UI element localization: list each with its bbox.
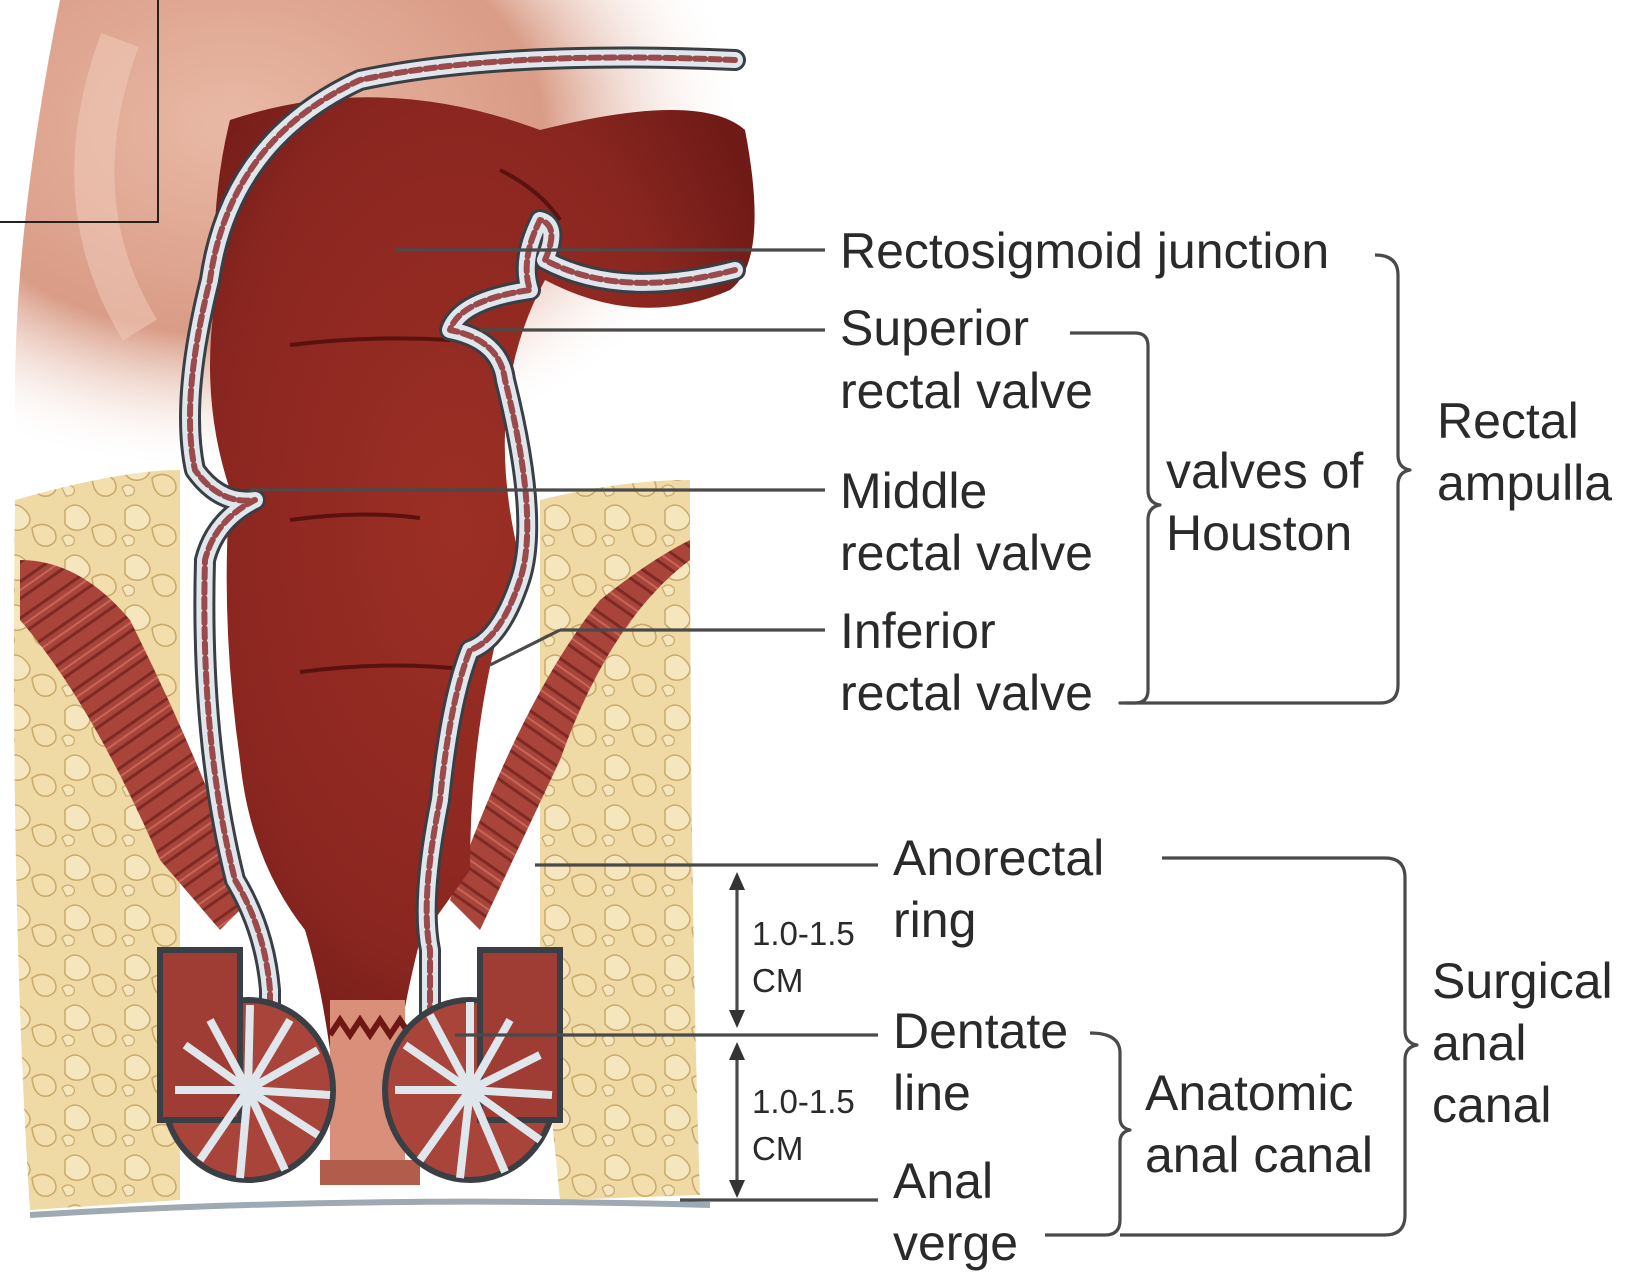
label-middle-line2: rectal valve	[840, 525, 1093, 581]
label-anorectal-line1: Anorectal	[893, 830, 1104, 886]
label-inferior-line1: Inferior	[840, 603, 996, 659]
label-valves-line1: valves of	[1166, 443, 1363, 499]
labels: Rectosigmoid junction Superior rectal va…	[752, 223, 1613, 1271]
label-superior-line1: Superior	[840, 300, 1029, 356]
label-rectal-line2: ampulla	[1437, 455, 1612, 511]
label-measure-lower-unit: CM	[752, 1130, 803, 1167]
label-surgical-line3: canal	[1432, 1077, 1552, 1133]
label-measure-lower-value: 1.0-1.5	[752, 1083, 855, 1120]
label-anal-verge-line2: verge	[893, 1215, 1018, 1271]
label-measure-upper-unit: CM	[752, 962, 803, 999]
left-sphincter-complex	[160, 950, 333, 1180]
label-superior-line2: rectal valve	[840, 363, 1093, 419]
label-anorectal-line2: ring	[893, 892, 976, 948]
label-anal-verge-line1: Anal	[893, 1153, 993, 1209]
label-dentate-line2: line	[893, 1065, 971, 1121]
label-rectosigmoid-junction: Rectosigmoid junction	[840, 223, 1329, 279]
label-surgical-line2: anal	[1432, 1015, 1527, 1071]
label-anatomic-line2: anal canal	[1145, 1127, 1373, 1183]
label-surgical-line1: Surgical	[1432, 953, 1613, 1009]
label-middle-line1: Middle	[840, 463, 987, 519]
label-anatomic-line1: Anatomic	[1145, 1065, 1353, 1121]
label-valves-line2: Houston	[1166, 505, 1352, 561]
label-measure-upper-value: 1.0-1.5	[752, 915, 855, 952]
right-sphincter-complex	[385, 950, 560, 1180]
label-dentate-line1: Dentate	[893, 1003, 1068, 1059]
perineal-skin	[30, 1202, 710, 1215]
label-rectal-line1: Rectal	[1437, 393, 1579, 449]
brace-anatomic-canal	[1045, 1033, 1130, 1235]
label-inferior-line2: rectal valve	[840, 665, 1093, 721]
